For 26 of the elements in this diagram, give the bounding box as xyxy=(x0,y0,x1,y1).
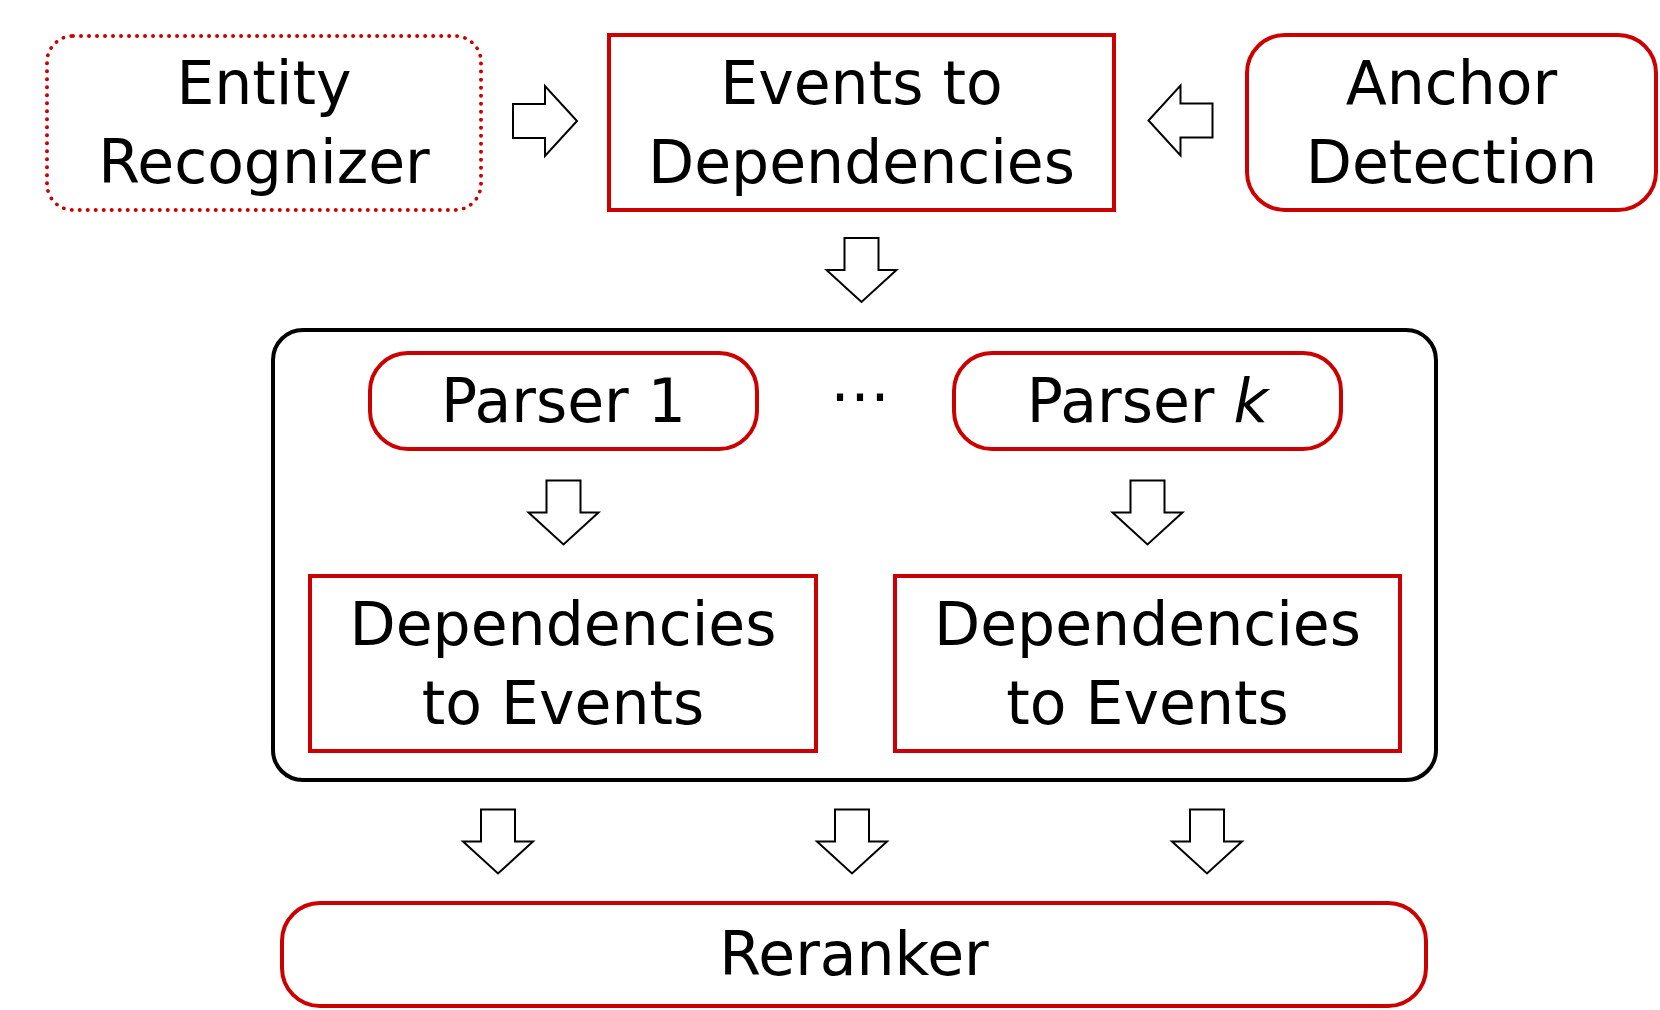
block-arrow xyxy=(1169,808,1245,875)
block-arrow xyxy=(525,479,602,546)
node-label: Events to Dependencies xyxy=(647,46,1076,199)
block-arrow xyxy=(512,83,579,159)
node-label: Parser 1 xyxy=(440,364,687,438)
rounded-process-box xyxy=(1245,33,1658,212)
process-box xyxy=(607,33,1116,212)
rounded-process-box xyxy=(280,901,1428,1008)
node-label: Dependencies to Events xyxy=(933,587,1362,740)
process-box xyxy=(893,574,1402,753)
node-label: Dependencies to Events xyxy=(348,587,778,740)
ellipsis-text: ⋯ xyxy=(830,360,890,430)
node-label: Anchor Detection xyxy=(1304,46,1599,199)
node-label: Reranker xyxy=(718,918,990,991)
block-arrow xyxy=(823,237,900,304)
dashed-process-box xyxy=(45,34,483,212)
node-label: Parser k xyxy=(1025,364,1271,438)
process-box xyxy=(308,574,818,753)
block-arrow xyxy=(1147,82,1214,159)
rounded-process-box xyxy=(952,351,1343,451)
block-arrow xyxy=(814,808,890,875)
block-arrow xyxy=(460,808,536,875)
block-arrow xyxy=(1109,479,1186,546)
node-label: Entity Recognizer xyxy=(97,47,431,199)
rounded-process-box xyxy=(368,351,759,451)
group-container xyxy=(271,328,1438,782)
